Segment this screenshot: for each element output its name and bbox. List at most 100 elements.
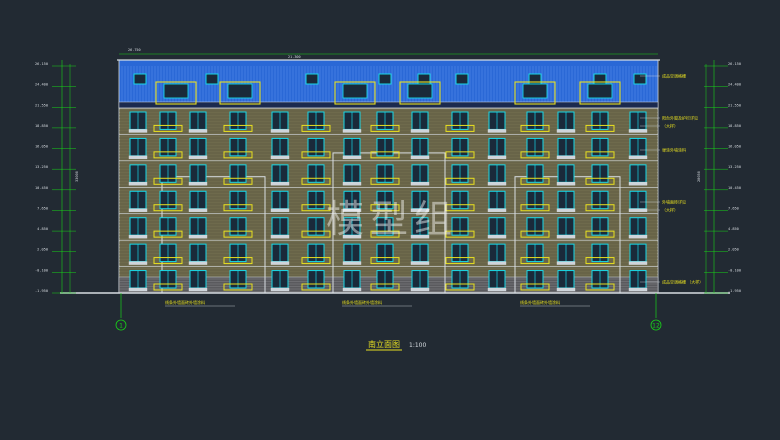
ac-grille xyxy=(342,261,362,265)
elevation-right-elevation: 24.400 xyxy=(728,83,741,87)
balcony-rail xyxy=(585,283,615,291)
elevation-right-elevation: 2.050 xyxy=(728,248,739,252)
roof-balcony-window xyxy=(163,83,189,99)
balcony-rail xyxy=(301,177,331,185)
elevation-left-elevation: 4.850 xyxy=(37,227,48,231)
elevation-left-elevation: 26.150 xyxy=(35,62,48,66)
ac-grille xyxy=(128,208,148,212)
dormer-window xyxy=(378,73,392,85)
balcony-rail xyxy=(301,204,331,212)
elevation-right-elevation: 7.650 xyxy=(728,206,739,210)
ac-grille xyxy=(342,208,362,212)
dormer-window xyxy=(633,73,647,85)
balcony-rail xyxy=(153,124,183,132)
elevation-left-elevation: 21.550 xyxy=(35,103,48,107)
balcony-rail xyxy=(223,124,253,132)
balcony-rail xyxy=(223,204,253,212)
note-right: 弹涂外墙涂料 xyxy=(662,147,686,153)
watermark: 模型组 xyxy=(326,197,458,241)
roof-balcony xyxy=(155,81,197,105)
balcony-rail xyxy=(370,177,400,185)
ac-grille xyxy=(270,208,290,212)
elevation-left-elevation: 2.050 xyxy=(37,248,48,252)
ac-grille xyxy=(410,129,430,133)
dormer-window xyxy=(133,73,147,85)
note-right: 阳台外窗及护栏详见 xyxy=(662,115,698,121)
side-dim-text: 33000 xyxy=(75,171,79,182)
note-bottom: 线条外墙面砖外墙涂料 xyxy=(520,299,560,305)
axis-bubble-left xyxy=(115,319,127,331)
ac-grille xyxy=(270,129,290,133)
ac-grille xyxy=(628,287,648,292)
roof-balcony-window xyxy=(407,83,433,99)
elevation-left-elevation: 10.450 xyxy=(35,186,48,190)
elevation-left-elevation: -1.950 xyxy=(35,289,48,293)
balcony-rail xyxy=(153,151,183,159)
roof-balcony xyxy=(579,81,621,105)
ac-grille xyxy=(342,287,362,292)
ac-grille xyxy=(628,234,648,239)
ac-grille xyxy=(188,155,208,160)
ac-grille xyxy=(342,234,362,239)
balcony-rail xyxy=(520,257,550,265)
balcony-rail xyxy=(445,230,475,238)
ac-grille xyxy=(188,182,208,186)
ac-grille xyxy=(556,287,576,292)
ac-grille xyxy=(410,234,430,239)
ac-grille xyxy=(128,287,148,292)
balcony-rail xyxy=(585,257,615,265)
ac-grille xyxy=(410,155,430,160)
balcony-rail xyxy=(370,204,400,212)
ac-grille xyxy=(556,261,576,265)
ac-grille xyxy=(128,129,148,133)
elevation-left-elevation: 24.400 xyxy=(35,83,48,87)
elevation-right-elevation: -1.950 xyxy=(728,289,741,293)
ac-grille xyxy=(270,182,290,186)
ac-grille xyxy=(188,234,208,239)
balcony-rail xyxy=(445,151,475,159)
balcony-rail xyxy=(520,177,550,185)
balcony-rail xyxy=(445,124,475,132)
roof-balcony-window xyxy=(587,83,613,99)
balcony-rail xyxy=(301,124,331,132)
note-bottom: 线条外墙面砖外墙涂料 xyxy=(165,299,205,305)
elevation-right-elevation: 26.150 xyxy=(728,62,741,66)
balcony-rail xyxy=(153,257,183,265)
ac-grille xyxy=(188,208,208,212)
balcony-rail xyxy=(370,257,400,265)
ac-grille xyxy=(628,182,648,186)
balcony-rail xyxy=(301,230,331,238)
balcony-rail xyxy=(370,230,400,238)
ac-grille xyxy=(487,129,507,133)
annotation-labels: 成品空调格栅阳台外窗及护栏详见（大样）外墙面砖详见（大样）弹涂外墙涂料成品空调格… xyxy=(165,73,703,307)
ac-grille xyxy=(188,261,208,265)
roof-balcony-window xyxy=(522,83,548,99)
ac-grille xyxy=(128,182,148,186)
ac-grille xyxy=(410,261,430,265)
balcony-rail xyxy=(223,230,253,238)
balcony-rail xyxy=(520,151,550,159)
balcony-rail xyxy=(585,124,615,132)
elevation-left-elevation: 7.650 xyxy=(37,206,48,210)
balcony-rail xyxy=(223,177,253,185)
ac-grille xyxy=(410,182,430,186)
balcony-rail xyxy=(301,283,331,291)
ac-grille xyxy=(270,287,290,292)
balcony-rail xyxy=(445,257,475,265)
balcony-rail xyxy=(585,230,615,238)
ac-grille xyxy=(270,155,290,160)
balcony-rail xyxy=(445,204,475,212)
elevation-right-elevation: 18.850 xyxy=(728,124,741,128)
dormer-window xyxy=(455,73,469,85)
ac-grille xyxy=(128,234,148,239)
ac-grille xyxy=(487,261,507,265)
axis-bubble-left-label: 1 xyxy=(119,323,123,330)
note-bottom: 线条外墙面砖外墙涂料 xyxy=(342,299,382,305)
elevation-right-elevation: 4.850 xyxy=(728,227,739,231)
top-dim-text: 21.300 xyxy=(288,55,301,59)
ac-grille xyxy=(628,129,648,133)
balcony-rail xyxy=(370,124,400,132)
ac-grille xyxy=(628,261,648,265)
